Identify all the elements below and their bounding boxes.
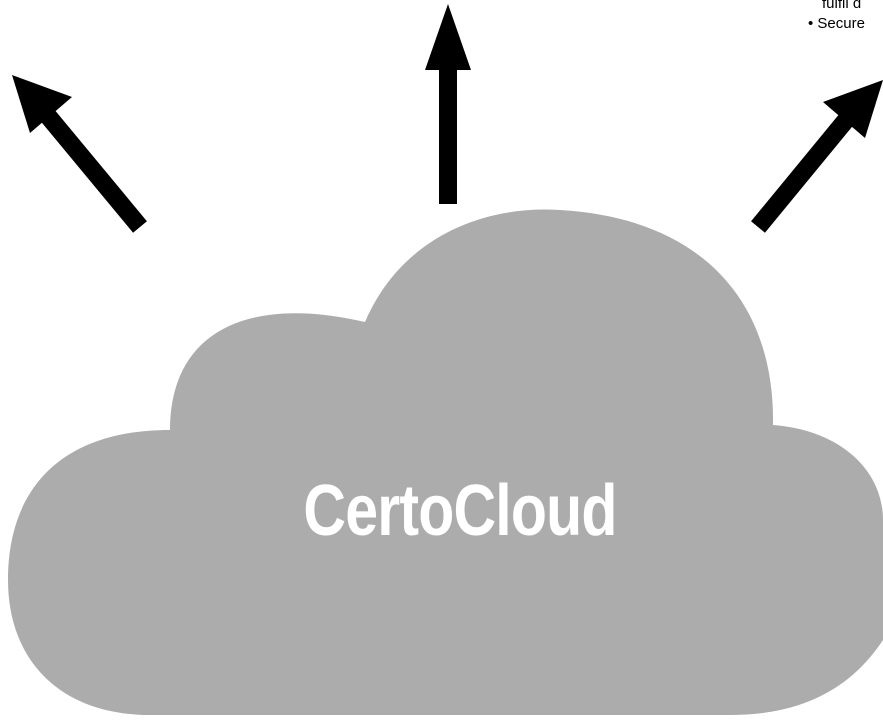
side-text-line-1: fulfil d <box>822 0 862 12</box>
cloud-shape <box>8 209 883 715</box>
side-text-line-2: • Secure <box>808 15 865 32</box>
arrow-up-icon <box>425 4 471 204</box>
cloud-label: CertoCloud <box>303 471 617 551</box>
side-text: fulfil d • Secure <box>808 0 865 34</box>
arrow-up-right-icon <box>751 80 883 233</box>
arrow-up-left-icon <box>12 75 147 233</box>
